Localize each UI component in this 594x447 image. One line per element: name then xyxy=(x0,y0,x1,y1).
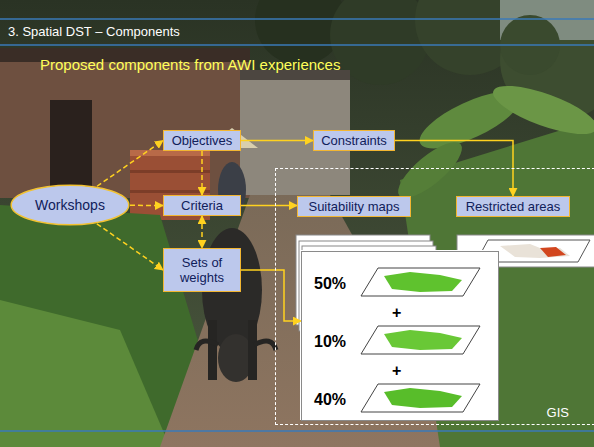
process-box: Suitability maps xyxy=(297,196,411,217)
subtitle: Proposed components from AWI experiences xyxy=(40,56,340,73)
connector xyxy=(201,216,203,248)
connector xyxy=(130,205,163,207)
weight-label: 40% xyxy=(314,391,346,409)
node-label: Objectives xyxy=(172,133,233,148)
weight-label: 10% xyxy=(314,333,346,351)
weight-label: + xyxy=(392,362,401,380)
process-box: Sets of weights xyxy=(163,248,241,292)
weight-label: + xyxy=(392,304,401,322)
connector xyxy=(241,140,313,142)
node-label: Restricted areas xyxy=(466,199,561,214)
slide-rules xyxy=(0,19,594,431)
left-vegetation xyxy=(0,300,170,447)
weights-panel: 50% +10% +40% xyxy=(301,251,499,421)
process-box: Constraints xyxy=(313,130,395,151)
connector xyxy=(241,205,297,207)
node-label: Constraints xyxy=(321,133,387,148)
gis-region: GIS Suitability maps Restricted areas 50% +1… xyxy=(275,168,594,425)
connector xyxy=(241,270,301,321)
node-label: Sets of weights xyxy=(170,255,234,285)
process-box: Criteria xyxy=(163,195,241,216)
node-label: Workshops xyxy=(35,197,105,213)
node-label: Suitability maps xyxy=(308,199,399,214)
connector xyxy=(201,151,203,195)
process-box: Restricted areas xyxy=(456,196,570,217)
connector xyxy=(97,141,163,187)
node-label: GIS xyxy=(547,405,569,420)
process-box: Objectives xyxy=(163,130,241,151)
connector xyxy=(97,224,163,270)
ellipse-shape xyxy=(11,185,129,224)
banana-leaves xyxy=(390,76,594,206)
weighted-maps-panel xyxy=(300,250,498,420)
node-label: Criteria xyxy=(181,198,223,213)
source-ellipse: Workshops xyxy=(10,184,130,226)
weight-label: 50% xyxy=(314,275,346,293)
slide-title: 3. Spatial DST – Components xyxy=(8,24,180,39)
